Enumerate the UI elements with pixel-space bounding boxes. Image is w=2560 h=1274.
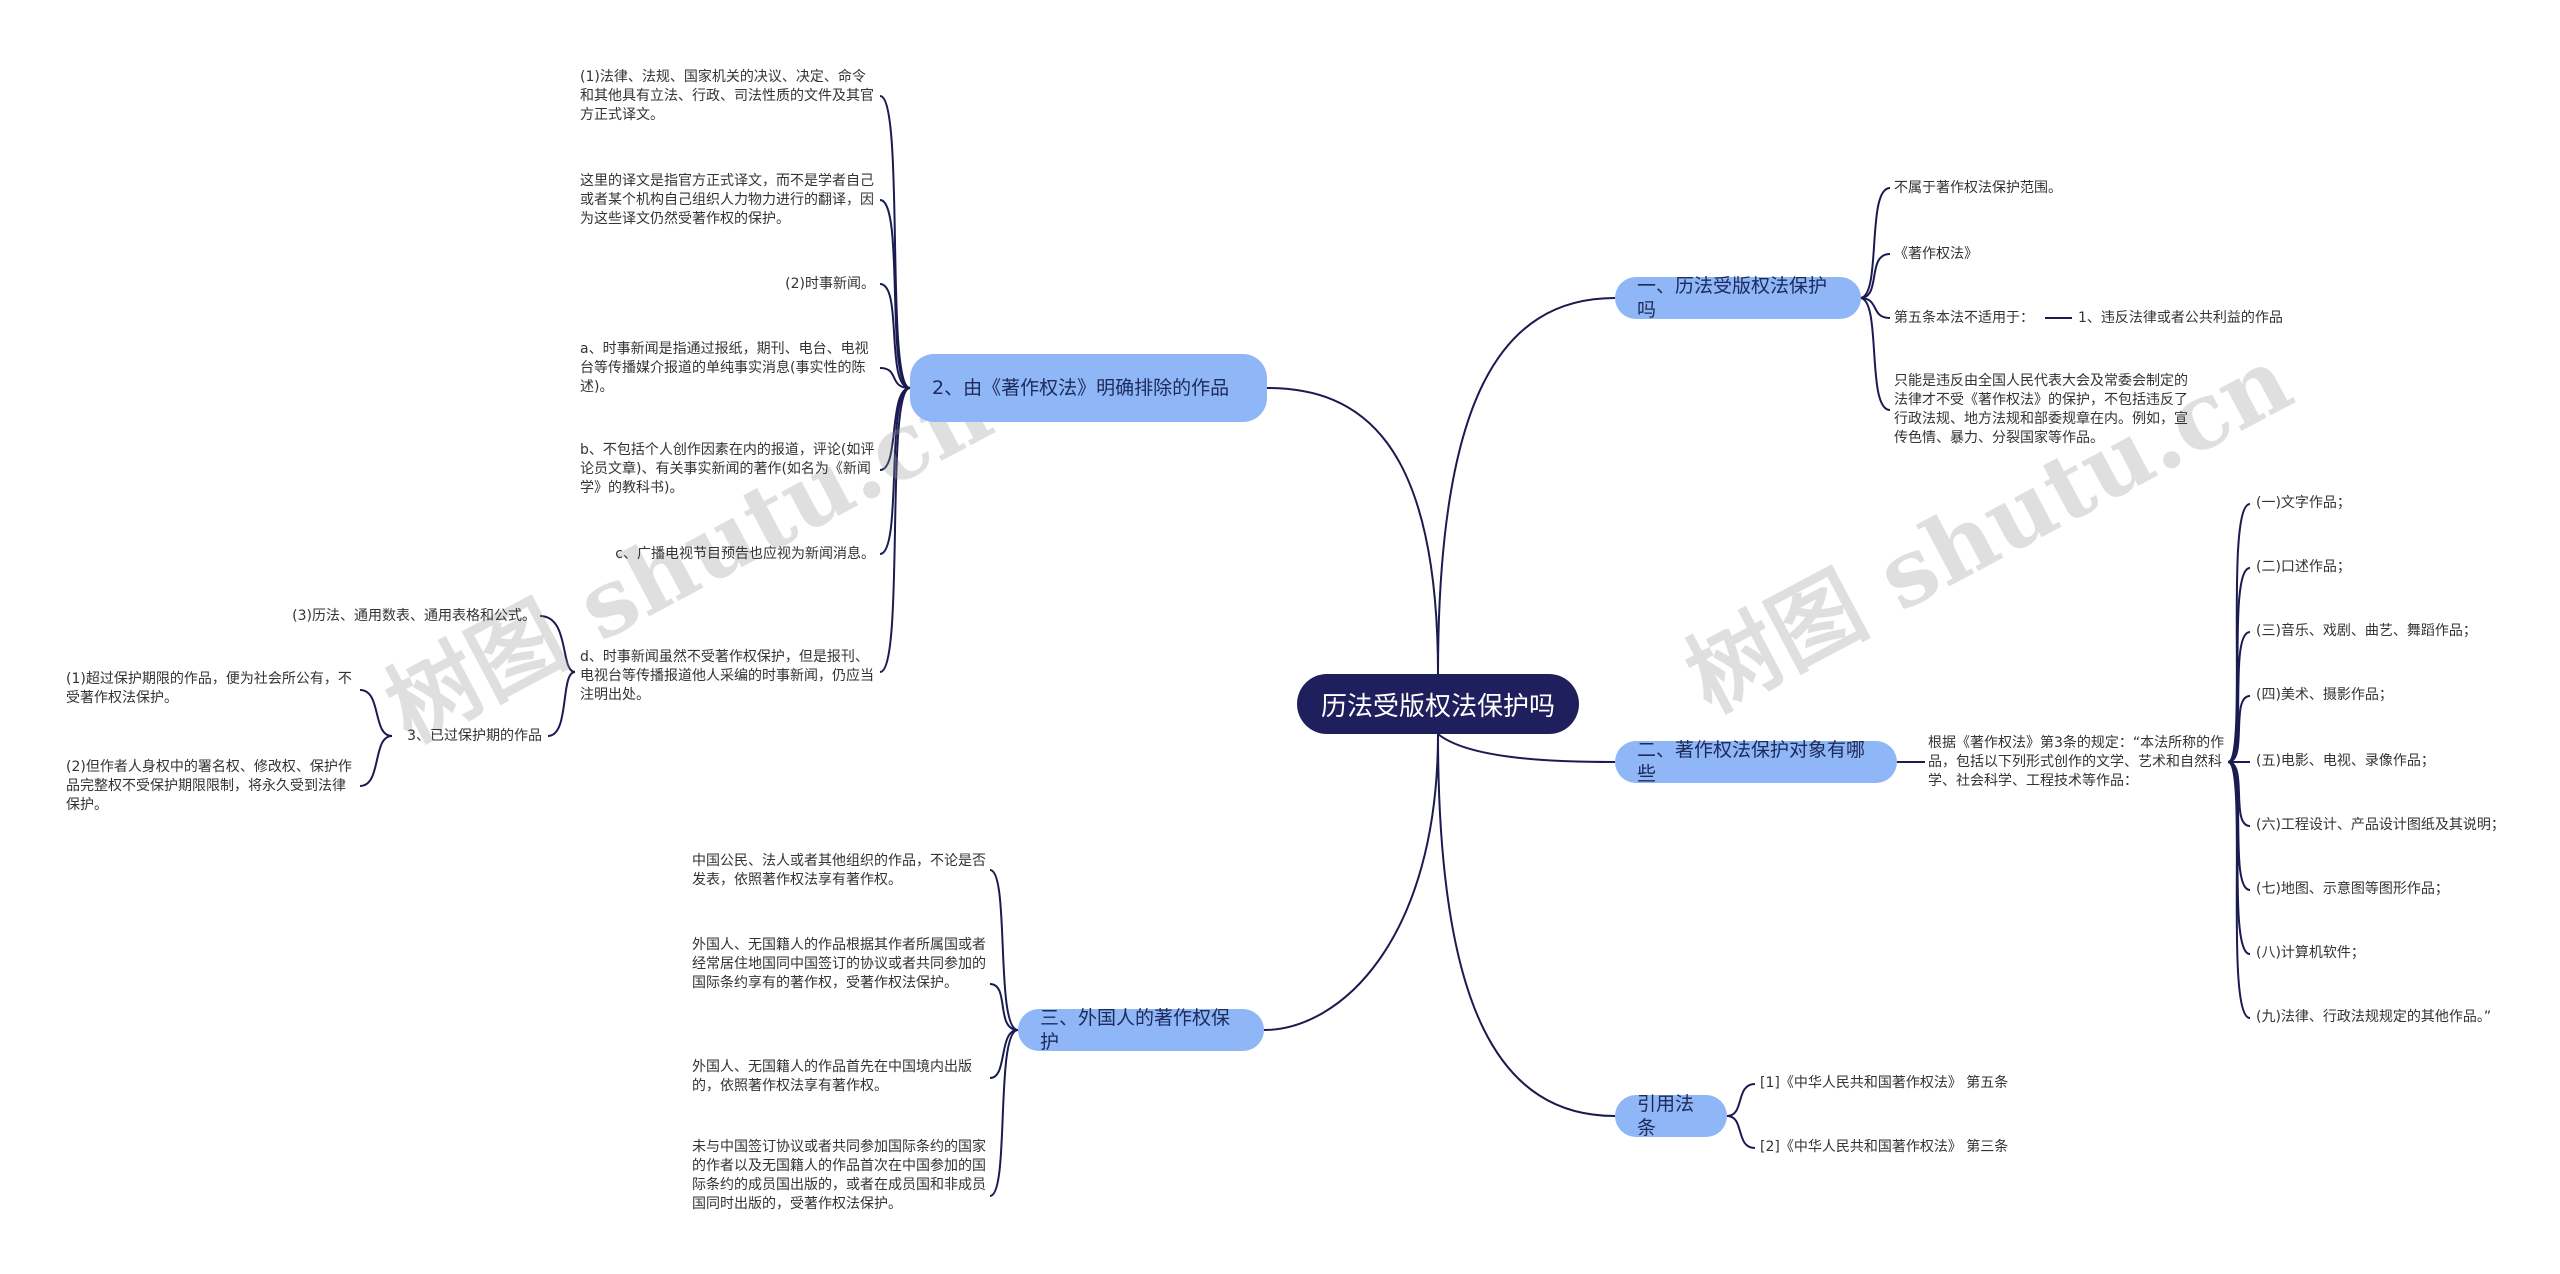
b2-item-7: (七)地图、示意图等图形作品；: [2256, 881, 2449, 897]
b1-leaf-3: 第五条本法不适用于：: [1894, 310, 2034, 326]
b5-leaf-2: 外国人、无国籍人的作品根据其作者所属国或者经常居住地国同中国签订的协议或者共同参…: [692, 937, 986, 991]
root-node[interactable]: 历法受版权法保护吗: [1297, 674, 1579, 734]
b4-leaf-2: 这里的译文是指官方正式译文，而不是学者自己或者某个机构自己组织人力物力进行的翻译…: [580, 173, 874, 227]
link-root-b1: [1437, 297, 1616, 675]
branch-foreigner-copyright[interactable]: 三、外国人的著作权保护: [1018, 1007, 1264, 1053]
b2-item-5: (五)电影、电视、录像作品；: [2256, 753, 2435, 769]
b5-leaf-4: 未与中国签订协议或者共同参加国际条约的国家的作者以及无国籍人的作品首次在中国参加…: [692, 1139, 986, 1212]
expired-item-1: (1)超过保护期限的作品，便为社会所公有，不受著作权法保护。: [66, 671, 352, 706]
b4-expired: 3、已过保护期的作品: [407, 728, 542, 744]
branch-copyright-protection[interactable]: 一、历法受版权法保护吗: [1615, 275, 1861, 321]
link-root-b2: [1437, 733, 1616, 763]
b2-item-8: (八)计算机软件；: [2256, 945, 2365, 961]
link-b1-l1: [1859, 187, 1891, 299]
b3-leaf-1: [1]《中华人民共和国著作权法》 第五条: [1760, 1075, 2009, 1091]
link-b3-l2: [1726, 1115, 1756, 1149]
b5-leaf-1: 中国公民、法人或者其他组织的作品，不论是否发表，依照著作权法享有著作权。: [692, 853, 986, 888]
b4-leaf-7: d、时事新闻虽然不受著作权保护，但是报刊、电视台等传播报道他人采编的时事新闻，仍…: [580, 649, 874, 703]
link-b4-l3: [879, 283, 911, 389]
link-b2-i4: [2227, 695, 2251, 763]
b2-item-6: (六)工程设计、产品设计图纸及其说明；: [2256, 817, 2505, 833]
link-b4-l6: [879, 387, 911, 555]
b1-leaf-1: 不属于著作权法保护范围。: [1894, 180, 2062, 196]
link-exp-i1: [359, 689, 393, 737]
link-b1-l2: [1859, 253, 1891, 299]
link-root-b4: [1266, 387, 1439, 675]
b2-item-4: (四)美术、摄影作品；: [2256, 687, 2393, 703]
b4-leaf-1: (1)法律、法规、国家机关的决议、决定、命令和其他具有立法、行政、司法性质的文件…: [580, 69, 874, 123]
link-b4-l4: [879, 367, 911, 389]
b4-leaf-4: a、时事新闻是指通过报纸，期刊、电台、电视台等传播媒介报道的单纯事实消息(事实性…: [580, 341, 869, 395]
link-b5-l3: [989, 1029, 1019, 1079]
link-b4-l1: [879, 95, 911, 389]
b4-formula: (3)历法、通用数表、通用表格和公式。: [292, 608, 536, 624]
link-b4-l7: [879, 387, 911, 673]
link-b2-i9: [2227, 761, 2251, 1019]
link-b4-l2: [879, 199, 911, 389]
link-b5-l4: [989, 1029, 1019, 1197]
b5-leaf-3: 外国人、无国籍人的作品首先在中国境内出版的，依照著作权法享有著作权。: [692, 1059, 972, 1094]
branch-excluded-works[interactable]: 2、由《著作权法》明确排除的作品: [910, 354, 1267, 422]
link-b4-expired: [547, 671, 576, 737]
link-root-b3: [1437, 733, 1616, 1117]
b2-item-3: (三)音乐、戏剧、曲艺、舞蹈作品；: [2256, 623, 2477, 639]
b2-item-9: (九)法律、行政法规规定的其他作品。”: [2256, 1009, 2492, 1025]
b4-leaf-5: b、不包括个人创作因素在内的报道，评论(如评论员文章)、有关事实新闻的著作(如名…: [580, 442, 875, 496]
b2-intro: 根据《著作权法》第3条的规定：“本法所称的作品，包括以下列形式创作的文学、艺术和…: [1928, 735, 2225, 789]
link-root-b5: [1263, 733, 1439, 1031]
link-b4-formula: [539, 615, 576, 673]
b4-leaf-6: c、广播电视节目预告也应视为新闻消息。: [615, 546, 875, 562]
link-b5-l2: [989, 983, 1019, 1031]
branch-protected-objects[interactable]: 二、著作权法保护对象有哪些: [1615, 739, 1897, 785]
b1-leaf-4: 只能是违反由全国人民代表大会及常委会制定的法律才不受《著作权法》的保护，不包括违…: [1894, 373, 2188, 446]
link-b2-i3: [2227, 631, 2251, 763]
expired-item-2: (2)但作者人身权中的署名权、修改权、保护作品完整权不受保护期限限制，将永久受到…: [66, 759, 352, 813]
b2-item-1: (一)文字作品；: [2256, 495, 2351, 511]
link-b3-l1: [1726, 1083, 1756, 1117]
branch-cited-laws[interactable]: 引用法条: [1615, 1093, 1727, 1139]
link-b1-l4: [1859, 297, 1891, 411]
b2-item-2: (二)口述作品；: [2256, 559, 2351, 575]
link-b5-l1: [989, 869, 1019, 1031]
link-exp-i2: [359, 735, 393, 787]
b1-sub-leaf: 1、违反法律或者公共利益的作品: [2078, 310, 2283, 326]
b3-leaf-2: [2]《中华人民共和国著作权法》 第三条: [1760, 1139, 2009, 1155]
b1-leaf-2: 《著作权法》: [1894, 246, 1978, 262]
b4-leaf-3: (2)时事新闻。: [785, 276, 875, 292]
